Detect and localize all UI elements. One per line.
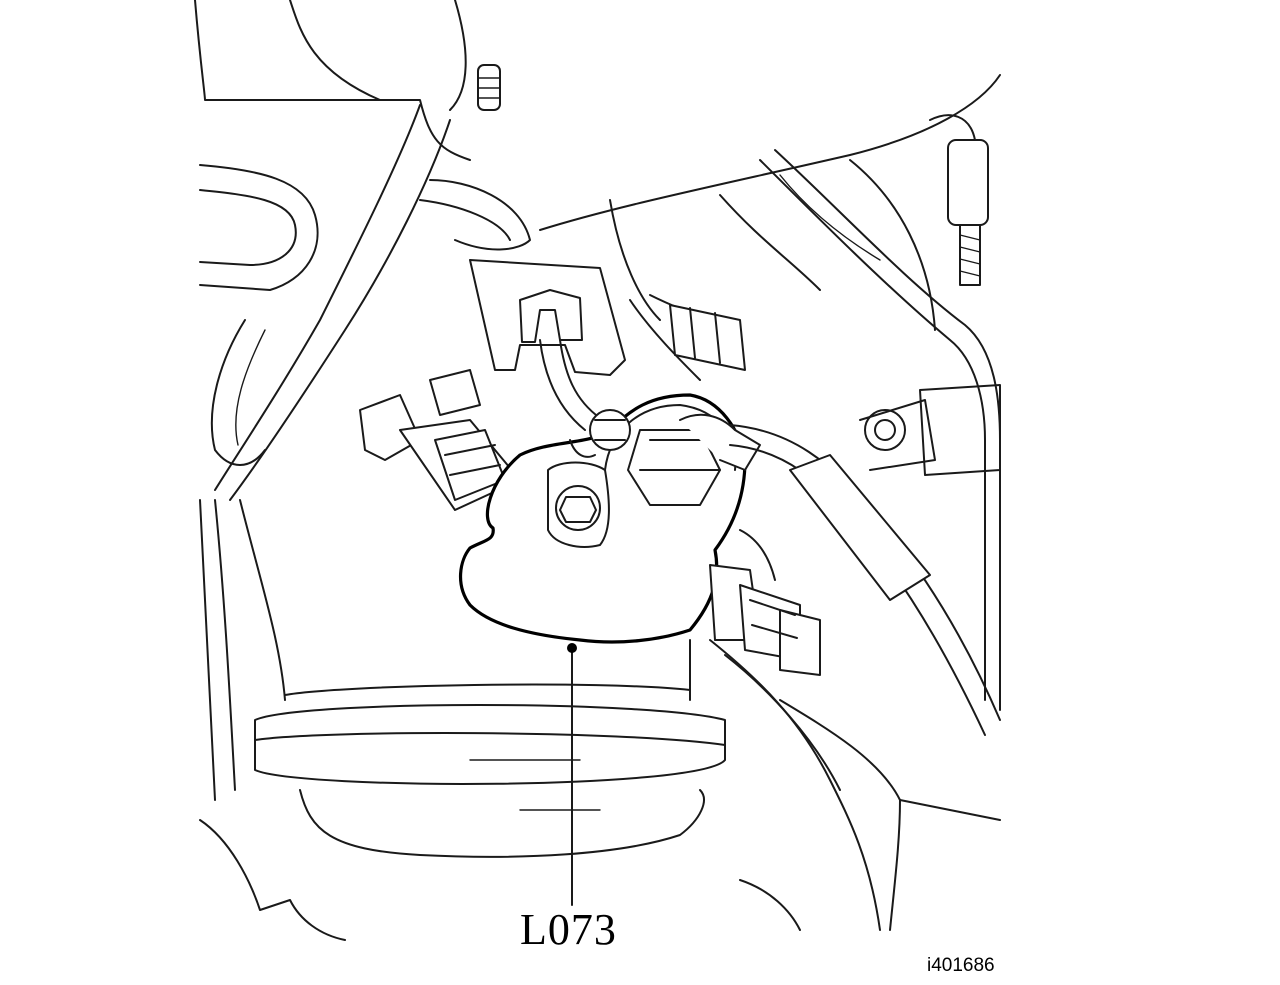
stud-bolt-top	[477, 64, 501, 111]
callout-label-L073: L073	[520, 905, 617, 954]
hose-bundle	[199, 104, 531, 501]
union-fitting-right	[709, 529, 821, 676]
union-fitting-left	[359, 369, 521, 511]
frame-left	[199, 499, 1001, 941]
diaphragm-housing	[239, 499, 726, 858]
stud-right	[929, 114, 989, 286]
pipe-fitting-upper	[669, 304, 746, 371]
figure-id: i401686	[927, 955, 995, 976]
brake-line-right	[729, 424, 1001, 736]
engine-housing	[194, 0, 1001, 331]
callout-leader	[567, 643, 577, 906]
pressure-switch	[569, 409, 631, 458]
pipe-right	[759, 149, 1001, 711]
valve-body-L073	[458, 393, 761, 644]
mounting-bracket	[469, 259, 626, 376]
